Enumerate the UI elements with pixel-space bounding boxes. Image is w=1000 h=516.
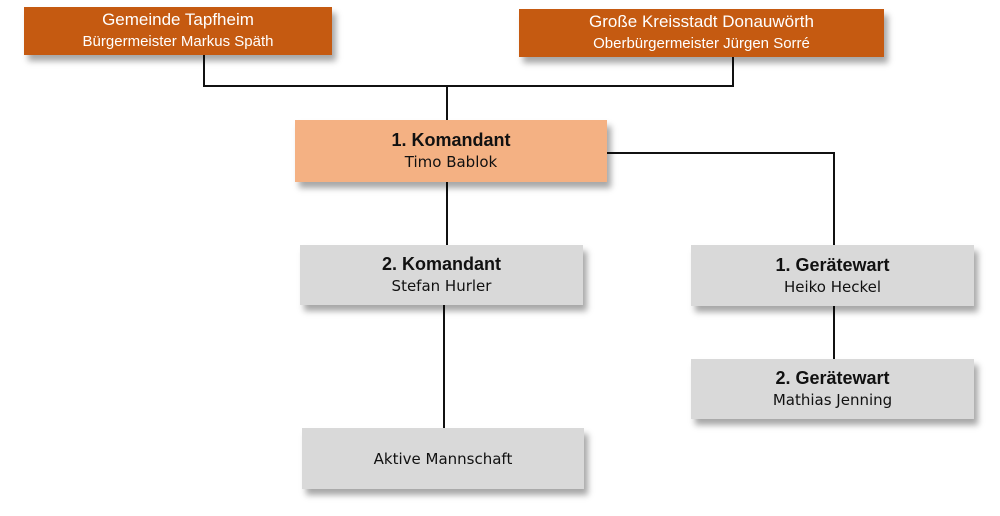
node-title: 2. Komandant — [381, 254, 501, 274]
node-title: Große Kreisstadt Donauwörth — [589, 12, 814, 31]
node-subtitle: Timo Bablok — [404, 153, 498, 171]
connector — [446, 85, 448, 121]
node-geraetewart-1: 1. Gerätewart Heiko Heckel — [691, 245, 974, 306]
node-kommandant-2: 2. Komandant Stefan Hurler — [300, 245, 583, 305]
node-geraetewart-2: 2. Gerätewart Mathias Jenning — [691, 359, 974, 419]
node-donauwoerth: Große Kreisstadt Donauwörth Oberbürgerme… — [519, 9, 884, 57]
node-kommandant-1: 1. Komandant Timo Bablok — [295, 120, 607, 182]
node-title: 1. Komandant — [391, 130, 511, 150]
connector — [443, 305, 445, 429]
connector — [203, 55, 205, 87]
connector — [203, 85, 734, 87]
node-aktive-mannschaft: Aktive Mannschaft — [302, 428, 584, 489]
node-title: 2. Gerätewart — [775, 368, 890, 388]
node-subtitle: Stefan Hurler — [391, 277, 492, 295]
node-tapfheim: Gemeinde Tapfheim Bürgermeister Markus S… — [24, 7, 332, 55]
connector — [446, 182, 448, 246]
node-title: Gemeinde Tapfheim — [102, 10, 254, 29]
connector — [833, 306, 835, 360]
connector — [607, 152, 835, 154]
node-title: 1. Gerätewart — [775, 254, 890, 275]
connector — [732, 57, 734, 87]
node-subtitle: Oberbürgermeister Jürgen Sorré — [593, 35, 810, 52]
node-subtitle: Bürgermeister Markus Späth — [82, 33, 274, 50]
node-subtitle: Heiko Heckel — [783, 277, 882, 296]
connector — [833, 152, 835, 246]
node-subtitle: Mathias Jenning — [772, 391, 893, 409]
node-title: Aktive Mannschaft — [373, 449, 513, 468]
